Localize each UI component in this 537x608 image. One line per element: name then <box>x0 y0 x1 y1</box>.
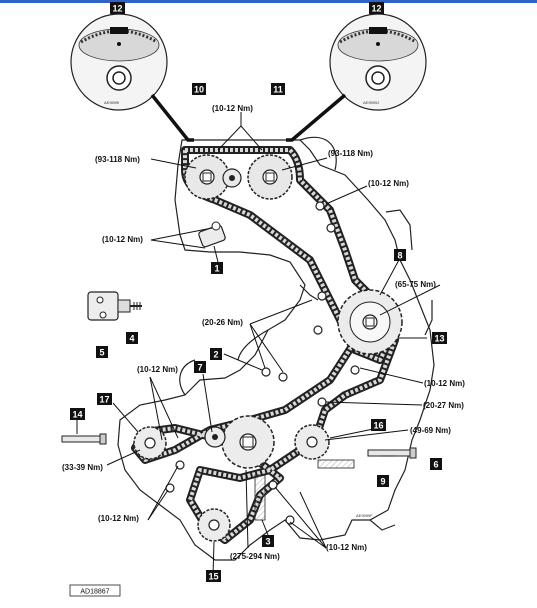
torque-label-guide-lower-right: (20-27 Nm) <box>423 401 464 410</box>
svg-text:17: 17 <box>99 395 109 405</box>
torque-label-cam-left: (93-118 Nm) <box>95 155 140 164</box>
aux-sprocket-right <box>294 424 330 460</box>
lower-drawing-ref: AE9999F <box>356 513 373 518</box>
torque-label-right-mid: (10-12 Nm) <box>424 379 465 388</box>
svg-text:4: 4 <box>129 334 134 344</box>
torque-label-crank: (275-294 Nm) <box>230 552 280 561</box>
crank-sprocket <box>221 415 275 469</box>
torque-label-lower-left: (10-12 Nm) <box>98 514 139 523</box>
callout-1: 1 <box>211 262 223 274</box>
callout-10: 10 <box>192 83 206 95</box>
svg-text:1: 1 <box>214 264 219 274</box>
callout-12-left: 12 <box>110 2 125 14</box>
inset-pointer-right <box>286 93 347 142</box>
svg-text:6: 6 <box>433 460 438 470</box>
inset-left: AE9599I <box>70 13 168 111</box>
chain-tensioner-icon <box>87 291 142 321</box>
callout-12-right: 12 <box>369 2 384 14</box>
locking-pin-icon <box>61 433 107 445</box>
inset-ref-left: AE9599I <box>104 100 119 105</box>
torque-label-guide-upper: (10-12 Nm) <box>368 179 409 188</box>
crank-guide <box>254 474 266 521</box>
torque-label-top: (10-12 Nm) <box>212 104 253 113</box>
callout-6: 6 <box>430 458 442 470</box>
svg-text:14: 14 <box>72 410 82 420</box>
svg-text:AD18867: AD18867 <box>80 589 109 596</box>
oil-pump-sprocket <box>197 508 231 542</box>
callout-4: 4 <box>126 332 138 344</box>
callout-15: 15 <box>206 570 221 582</box>
inset-ref-right: AE9599J <box>363 100 379 105</box>
svg-text:8: 8 <box>397 251 402 261</box>
svg-text:2: 2 <box>213 350 218 360</box>
torque-label-aux-left: (33-39 Nm) <box>62 463 103 472</box>
lower-guide <box>317 459 355 469</box>
callout-11: 11 <box>271 83 285 95</box>
cam-sprocket-left <box>184 154 230 200</box>
svg-text:13: 13 <box>434 334 444 344</box>
torque-label-aux-right: (49-69 Nm) <box>410 426 451 435</box>
svg-text:3: 3 <box>265 537 270 547</box>
engine-outline <box>117 136 435 561</box>
svg-text:12: 12 <box>371 4 381 14</box>
torque-label-mid-left: (10-12 Nm) <box>137 365 178 374</box>
callout-5: 5 <box>96 346 108 358</box>
callout-3: 3 <box>262 535 274 547</box>
callout-8: 8 <box>394 249 406 261</box>
callout-16: 16 <box>371 419 386 431</box>
svg-text:16: 16 <box>373 421 383 431</box>
torque-label-lower-right: (10-12 Nm) <box>326 543 367 552</box>
torque-label-tensioner-upper: (10-12 Nm) <box>102 235 143 244</box>
svg-text:5: 5 <box>99 348 104 358</box>
jackshaft-sprocket <box>337 289 403 355</box>
svg-text:7: 7 <box>197 363 202 373</box>
svg-text:12: 12 <box>112 4 122 14</box>
svg-text:9: 9 <box>380 477 385 487</box>
leader-lines <box>76 112 441 576</box>
accent-bar <box>0 0 537 3</box>
upper-tensioner <box>198 221 226 248</box>
torque-label-guides-mid: (20-26 Nm) <box>202 318 243 327</box>
inset-right: AE9599J <box>329 13 427 111</box>
aux-sprocket-left <box>133 426 167 460</box>
cam-sprocket-right <box>247 154 293 200</box>
svg-text:15: 15 <box>208 572 218 582</box>
inset-pointer-left <box>150 93 194 142</box>
callout-9: 9 <box>377 475 389 487</box>
torque-label-jackshaft: (65-75 Nm) <box>395 280 436 289</box>
torque-label-cam-right: (93-118 Nm) <box>328 149 373 158</box>
small-idler-mid <box>204 426 226 448</box>
callout-7: 7 <box>194 361 206 373</box>
svg-text:10: 10 <box>194 85 204 95</box>
callout-13: 13 <box>432 332 447 344</box>
callout-14: 14 <box>70 408 85 420</box>
callout-17: 17 <box>97 393 112 405</box>
svg-text:11: 11 <box>273 85 283 95</box>
idler-top-small <box>222 168 242 188</box>
drawing-reference: AD18867 <box>69 584 121 597</box>
callout-2: 2 <box>210 348 222 360</box>
